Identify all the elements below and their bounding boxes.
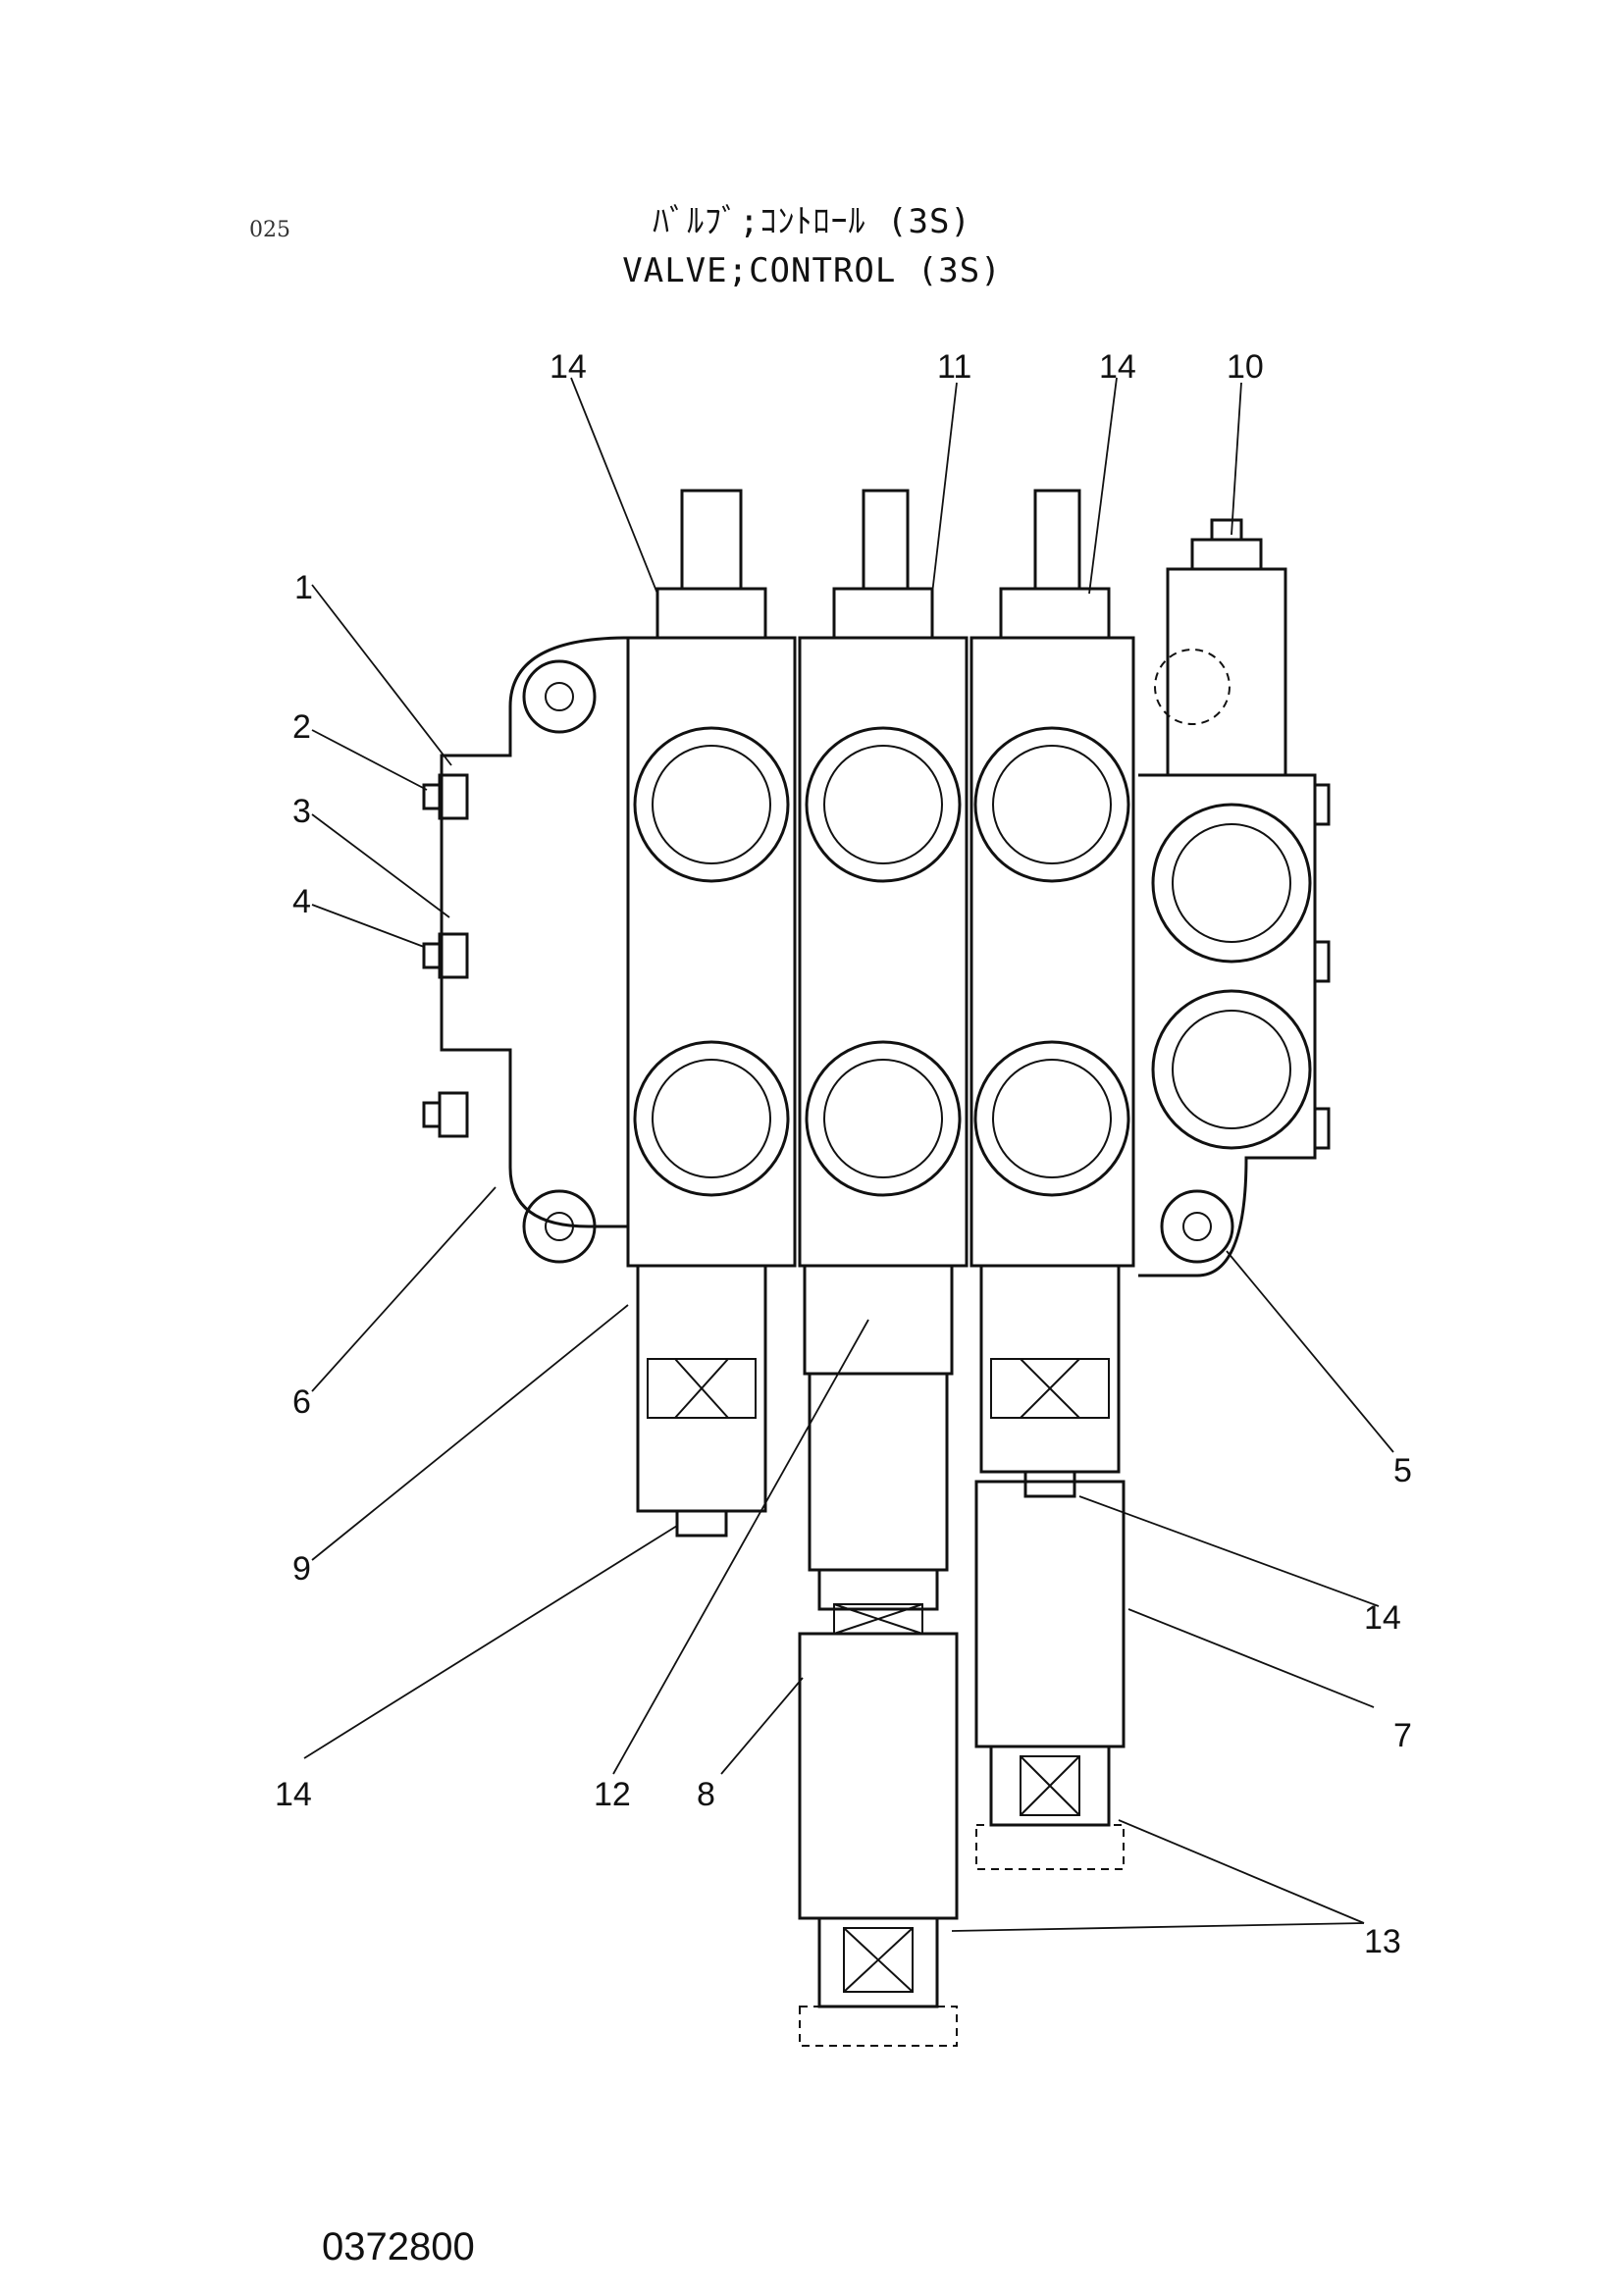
callout-4: 4	[292, 883, 311, 920]
solenoid-left-column	[798, 1264, 959, 2047]
callout-14-top-left: 14	[550, 348, 587, 386]
callout-2: 2	[292, 708, 311, 746]
drawing-number: 0372800	[322, 2225, 475, 2268]
callout-8: 8	[697, 1776, 715, 1813]
valve-body	[422, 489, 1331, 2047]
title-english: VALVE;CONTROL (3S)	[622, 251, 1002, 290]
title-japanese: ﾊﾞﾙﾌﾞ;ｺﾝﾄﾛｰﾙ (3S)	[653, 202, 971, 241]
callout-10: 10	[1227, 348, 1264, 386]
inlet-section	[1138, 518, 1331, 1277]
callout-3: 3	[292, 793, 311, 830]
spool-cap-left	[636, 1264, 767, 1538]
spool-section-3	[969, 489, 1135, 1268]
page-number: 025	[249, 218, 290, 242]
callout-11: 11	[937, 348, 971, 386]
callout-9: 9	[292, 1550, 311, 1588]
callout-14-right: 14	[1364, 1599, 1401, 1637]
solenoid-right-column	[974, 1264, 1126, 1870]
callout-1: 1	[294, 569, 313, 606]
callout-12: 12	[594, 1776, 631, 1813]
callout-7: 7	[1393, 1717, 1412, 1754]
callout-5: 5	[1393, 1452, 1412, 1489]
callout-13: 13	[1364, 1923, 1401, 1960]
callout-14-bottom-left: 14	[275, 1776, 312, 1813]
callout-labels: 1 2 3 4 5 6 7 8 9 10 11 12 13 14 14 14 1…	[275, 348, 1412, 1960]
leader-lines	[303, 377, 1394, 1932]
spool-section-1	[626, 489, 797, 1268]
spool-section-2	[798, 489, 969, 1268]
callout-6: 6	[292, 1383, 311, 1421]
callout-14-top-right: 14	[1099, 348, 1136, 386]
